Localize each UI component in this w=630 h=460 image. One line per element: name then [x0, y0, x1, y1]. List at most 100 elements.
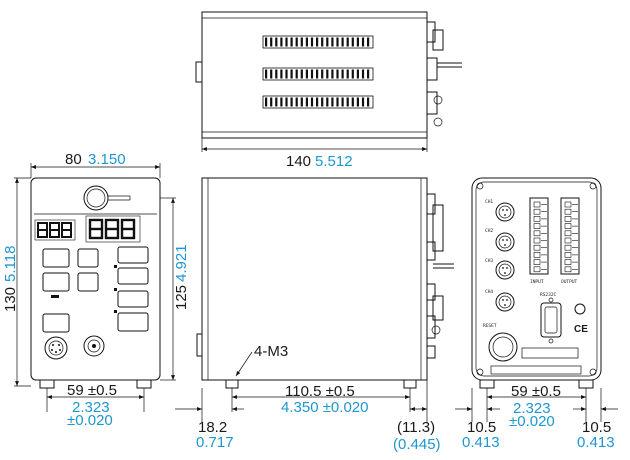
vent-slot — [331, 69, 334, 79]
terminal-screw — [533, 201, 541, 208]
top-view-vents — [262, 35, 374, 109]
vent-slot — [275, 37, 278, 47]
top-length-in: 5.512 — [315, 153, 353, 170]
front-button-3[interactable] — [42, 272, 70, 292]
front-width-in: 3.150 — [88, 151, 126, 168]
vent-slot — [275, 97, 278, 107]
rear-input-terminal[interactable] — [529, 197, 549, 275]
front-foot-right — [136, 379, 152, 389]
vent-slot — [326, 37, 329, 47]
vent-slot — [356, 37, 359, 47]
vent-slot — [351, 69, 354, 79]
side-view-rear-connectors — [426, 193, 454, 359]
vent-slot — [290, 97, 293, 107]
front-display-left — [34, 219, 76, 241]
side-rear-mm: (11.3) — [397, 419, 435, 436]
vent-slot — [265, 37, 268, 47]
front-feet-in-1: 2.323 — [72, 399, 110, 416]
rear-right-mm: 10.5 — [582, 419, 611, 436]
rear-view: CH1 CH2 CH3 CH4 INPUT OUTPUT RS232C — [455, 177, 618, 451]
top-view: 140 5.512 — [195, 11, 462, 170]
vent-slot — [326, 69, 329, 79]
rear-reset-label: RESET — [483, 323, 497, 329]
terminal-screw — [533, 244, 541, 251]
vent-slot — [367, 69, 370, 79]
vent-slot — [361, 97, 365, 107]
side-view-body — [201, 177, 428, 381]
rear-ch2-connector[interactable] — [495, 232, 515, 252]
vent-slot — [336, 97, 339, 107]
vent-slot — [321, 97, 324, 107]
vent-slot — [321, 69, 324, 79]
top-length-mm: 140 — [286, 153, 311, 170]
vent-slot — [356, 97, 359, 107]
rear-view-body — [471, 177, 602, 381]
terminal-screw — [533, 266, 541, 273]
vent-slot — [341, 69, 344, 79]
vent-slot — [361, 37, 365, 47]
front-view: 80 3.150 130 5.118 125 4.921 59 ±0.5 2.3… — [2, 151, 190, 429]
front-width-mm: 80 — [65, 151, 82, 168]
terminal-screw — [533, 237, 541, 244]
terminal-screw — [533, 230, 541, 237]
rear-rs232c-port[interactable] — [540, 297, 562, 344]
terminal-screw — [533, 259, 541, 265]
side-thread-label: 4-M3 — [254, 343, 288, 360]
vent-slot — [321, 37, 324, 47]
vent-slot — [310, 37, 314, 47]
vent-slot — [326, 97, 329, 107]
front-key-4[interactable] — [117, 312, 149, 332]
terminal-screw — [564, 244, 572, 251]
side-feet-mm: 110.5 ±0.5 — [285, 383, 355, 400]
front-button-5[interactable] — [42, 313, 70, 333]
front-lens — [83, 185, 109, 211]
side-offset-in: 0.717 — [196, 434, 234, 451]
rear-ce-mark: CE — [574, 324, 588, 335]
rear-ch4-connector[interactable] — [495, 292, 515, 312]
vent-slot — [305, 69, 308, 79]
front-button-2[interactable] — [77, 248, 99, 268]
rear-foot-right — [578, 379, 594, 389]
rear-ch1-label: CH1 — [485, 199, 493, 205]
vent-slot — [280, 97, 283, 107]
front-view-body — [30, 177, 161, 381]
front-inner-height-in: 4.921 — [173, 244, 190, 282]
vent-slot — [285, 97, 288, 107]
rear-approval-mark — [574, 303, 586, 315]
vent-slot — [275, 69, 278, 79]
vent-slot — [346, 37, 349, 47]
vent-slot — [361, 69, 365, 79]
terminal-screw — [564, 208, 572, 215]
top-view-side-knob — [195, 61, 203, 83]
vent-slot — [285, 69, 288, 79]
side-view: 4-M3 18.2 0.717 110.5 ±0.5 4.350 ±0.020 … — [175, 177, 454, 453]
front-key-1[interactable] — [117, 246, 149, 264]
rear-ch1-connector[interactable] — [495, 202, 515, 222]
vent-slot — [341, 37, 344, 47]
vent-slot — [341, 97, 344, 107]
rear-ch4-label: CH4 — [485, 289, 493, 295]
vent-slot — [310, 97, 314, 107]
front-key-2[interactable] — [117, 267, 149, 285]
rear-ch3-connector[interactable] — [495, 260, 515, 280]
terminal-screw — [564, 216, 572, 222]
front-inner-height-mm: 125 — [173, 285, 190, 310]
vent-slot — [270, 37, 273, 47]
vent-slot — [331, 97, 334, 107]
front-key-3[interactable] — [117, 290, 149, 308]
vent-slot — [290, 69, 293, 79]
rear-power-jack[interactable] — [488, 332, 518, 362]
rear-right-in: 0.413 — [577, 434, 615, 451]
vent-slot — [336, 69, 339, 79]
terminal-screw — [533, 252, 541, 258]
rear-foot-left — [479, 379, 495, 389]
front-button-1[interactable] — [42, 248, 70, 268]
rear-output-terminal[interactable] — [560, 197, 580, 275]
front-button-4[interactable] — [77, 272, 99, 292]
rear-feet-in-1: 2.323 — [513, 400, 551, 417]
terminal-screw — [564, 266, 572, 273]
rear-ch3-label: CH3 — [485, 258, 493, 264]
vent-slot — [305, 37, 308, 47]
vent-slot — [265, 69, 268, 79]
